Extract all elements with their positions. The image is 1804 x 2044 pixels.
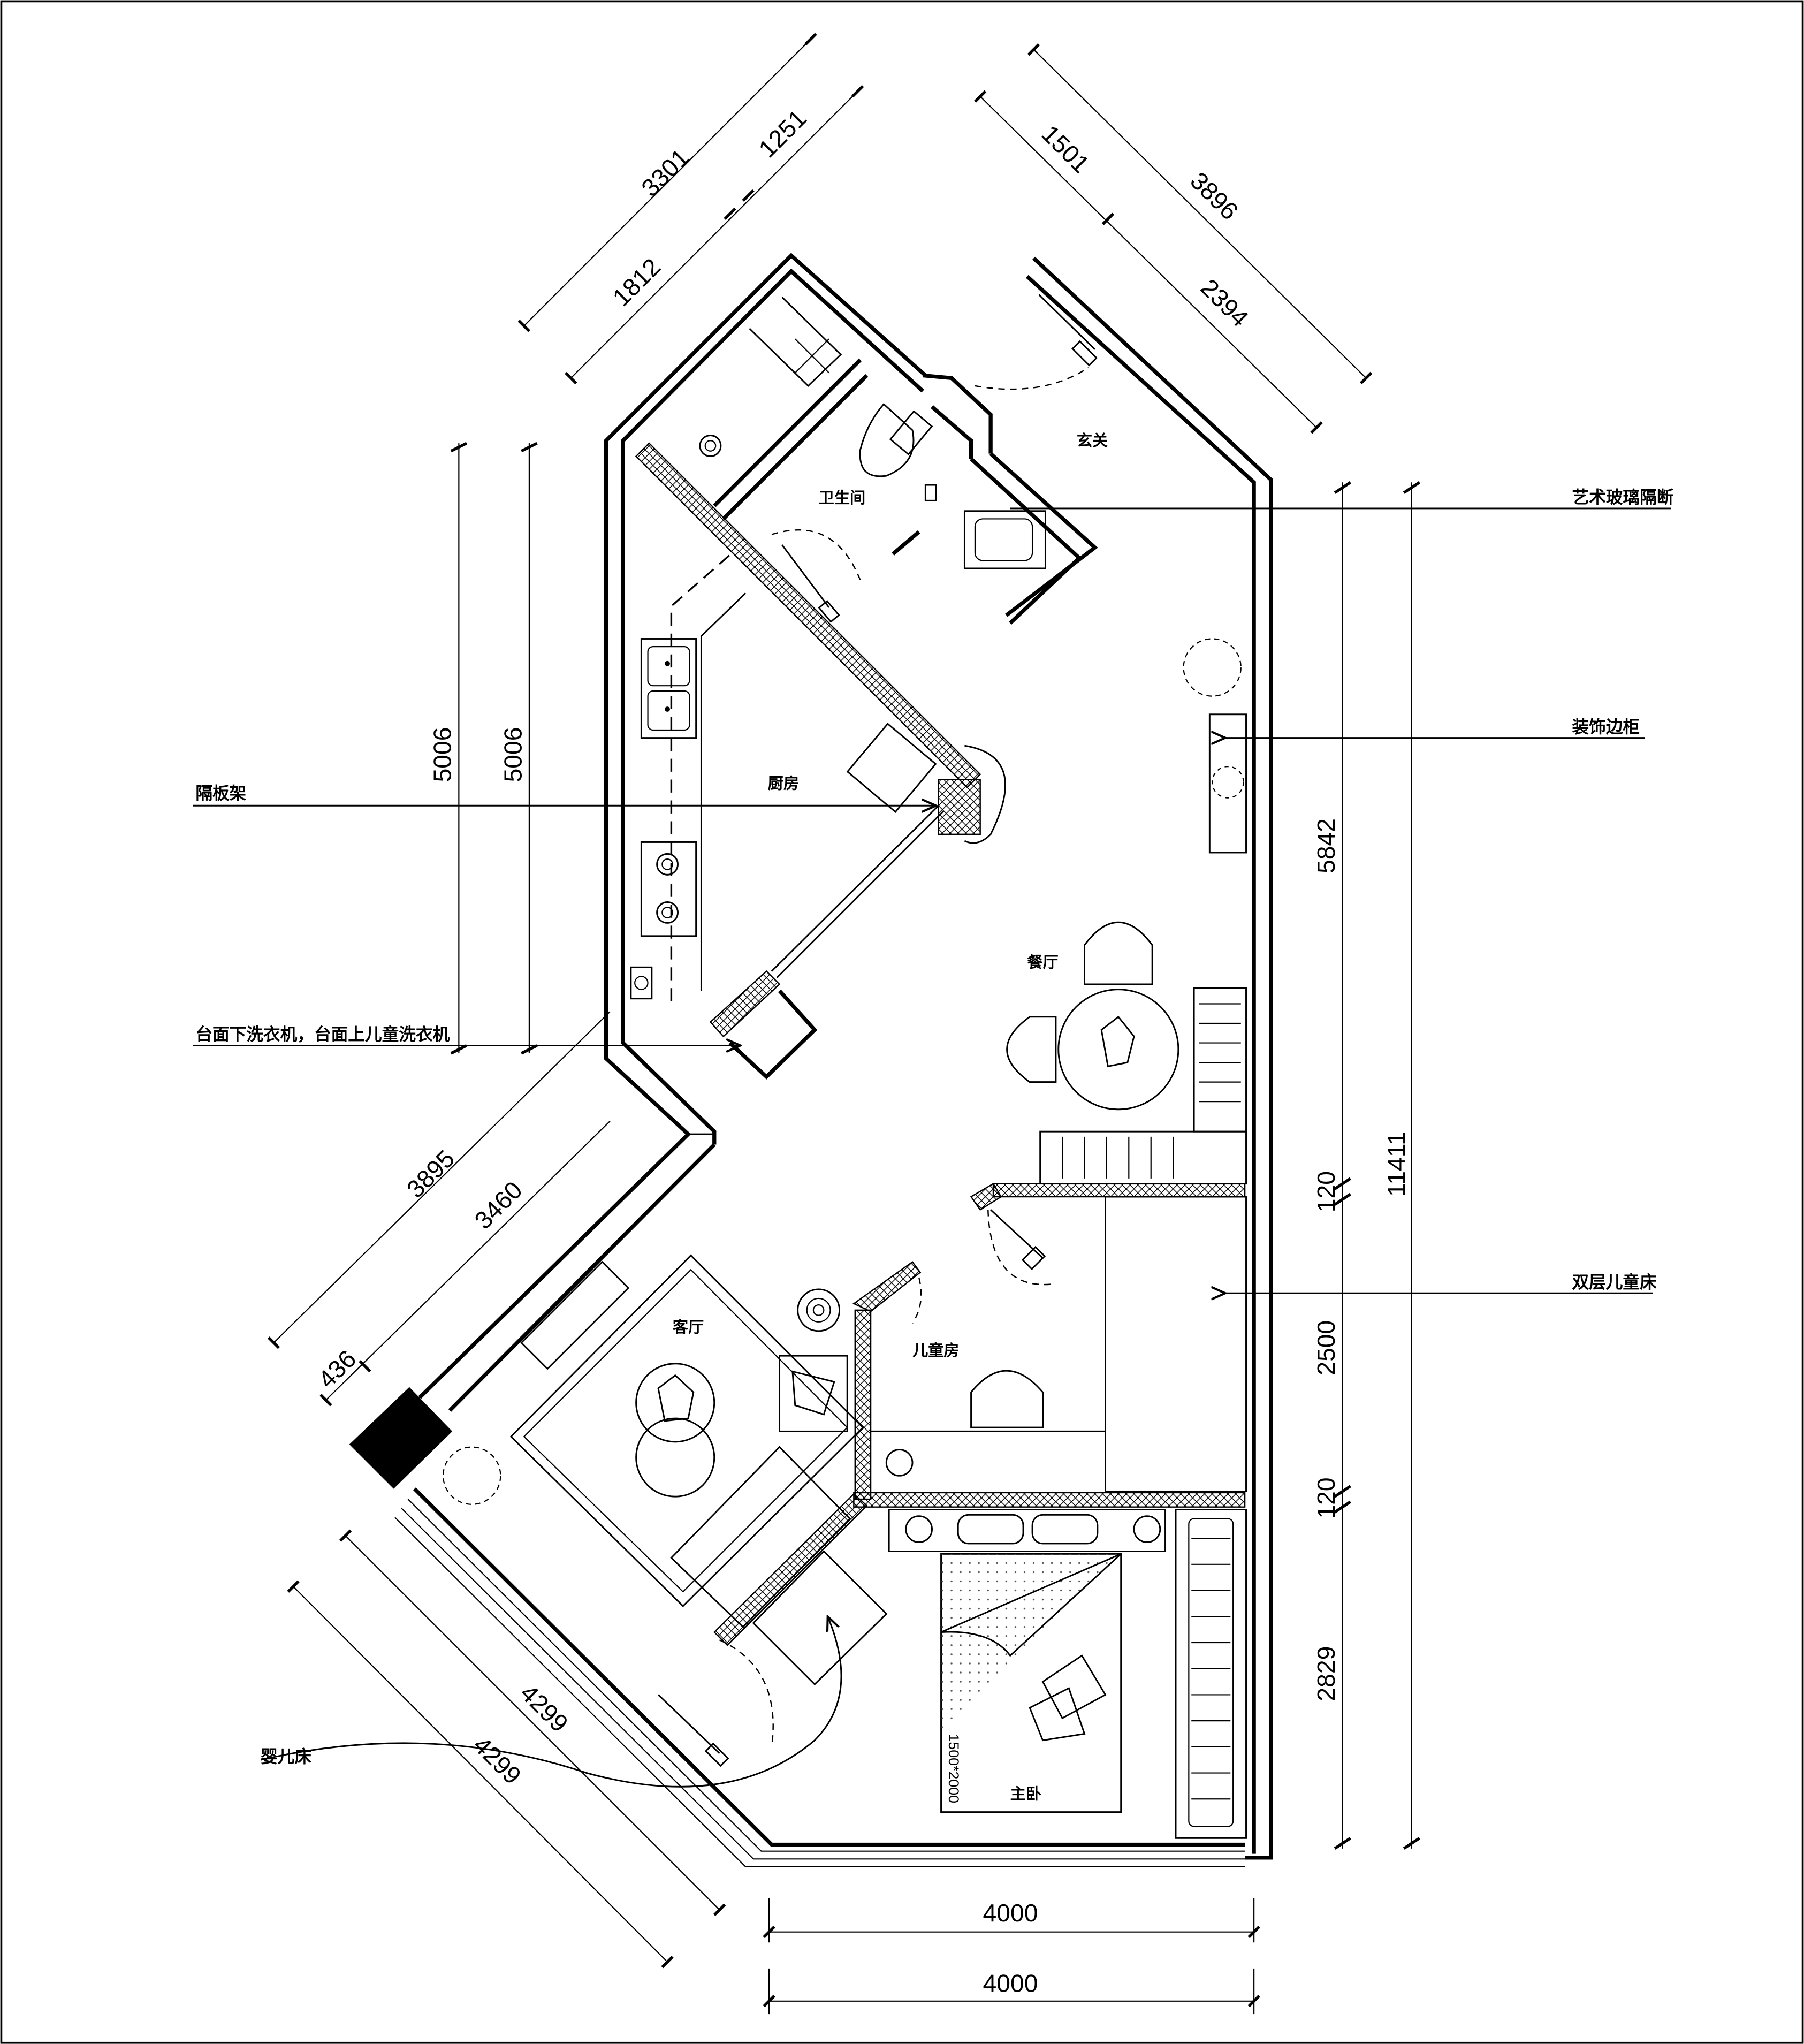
wardrobe xyxy=(1175,1509,1247,1839)
dim-top-left-a: 1812 xyxy=(607,253,666,311)
dim-top-right-outer: 3896 xyxy=(1185,166,1244,225)
dim-top-left-b: 1251 xyxy=(753,104,812,163)
dim-right-total: 11411 xyxy=(1383,1131,1411,1197)
structural-column xyxy=(349,1387,453,1489)
crib xyxy=(752,1550,888,1685)
note-washer: 台面下洗衣机，台面上儿童洗衣机 xyxy=(195,1025,450,1044)
dimension-lines xyxy=(267,33,1420,2015)
kids-room-furniture xyxy=(885,1196,1247,1492)
living-furniture xyxy=(443,1254,888,1685)
dining-chair-left xyxy=(1006,1016,1057,1083)
kids-chair xyxy=(970,1370,1044,1428)
double-sink xyxy=(640,638,697,739)
dim-bottom-diag-b: 4299 xyxy=(468,1731,527,1790)
dim-bottom-b: 4000 xyxy=(983,1970,1038,1997)
note-crib: 婴儿床 xyxy=(261,1747,311,1766)
dim-top-right-b: 2394 xyxy=(1196,273,1254,332)
annotations: 艺术玻璃隔断 装饰边柜 隔板架 台面下洗衣机，台面上儿童洗衣机 双层儿童床 婴儿… xyxy=(193,488,1674,1788)
dim-right-e: 2829 xyxy=(1312,1646,1340,1701)
entry-furniture xyxy=(1183,638,1247,854)
tv-cabinet xyxy=(520,1260,630,1370)
plant-entry xyxy=(1183,638,1242,697)
headboard xyxy=(888,1509,1166,1552)
plant-living xyxy=(443,1446,501,1505)
gas-hob xyxy=(640,841,697,937)
room-label-dining: 餐厅 xyxy=(1027,953,1058,971)
coffee-table xyxy=(635,1363,715,1443)
room-label-bathroom: 卫生间 xyxy=(819,489,866,507)
dim-top-left-outer: 3301 xyxy=(636,143,695,202)
note-bunk-bed: 双层儿童床 xyxy=(1572,1272,1657,1291)
dim-right-b: 120 xyxy=(1312,1171,1340,1212)
kitchen-fixtures xyxy=(630,551,1006,1001)
decor-sideboard xyxy=(1208,713,1247,854)
dim-sw-inner: 3460 xyxy=(469,1176,528,1235)
room-label-master-bedroom: 主卧 xyxy=(1010,1785,1041,1803)
dining-table xyxy=(1057,989,1179,1111)
note-sideboard: 装饰边柜 xyxy=(1572,717,1640,736)
dim-left-inner: 5006 xyxy=(499,727,527,782)
dim-top-right-a: 1501 xyxy=(1037,120,1095,179)
room-label-living: 客厅 xyxy=(673,1318,704,1336)
doors xyxy=(658,294,1098,1767)
wash-basin xyxy=(963,510,1046,569)
exterior-walls xyxy=(349,253,1273,1868)
dining-furniture xyxy=(1006,921,1247,1185)
dim-sw-outer: 3895 xyxy=(401,1144,460,1203)
bed-size-label: 1500*2000 xyxy=(946,1734,962,1803)
interior-walls xyxy=(635,297,1246,1646)
sofa xyxy=(670,1446,851,1628)
master-bedroom-furniture: 1500*2000 xyxy=(888,1509,1247,1839)
toilet xyxy=(859,402,915,477)
dim-bottom-diag-a: 4299 xyxy=(515,1679,574,1738)
living-rug xyxy=(509,1254,864,1607)
bathroom-fixtures xyxy=(699,402,1046,569)
dim-sw-small: 436 xyxy=(313,1344,361,1393)
room-labels: 玄关 卫生间 厨房 餐厅 客厅 儿童房 主卧 xyxy=(673,431,1108,1803)
room-label-kids-room: 儿童房 xyxy=(912,1341,960,1359)
bunk-bed xyxy=(1105,1196,1247,1492)
note-shelf: 隔板架 xyxy=(195,784,246,803)
dim-left-outer: 5006 xyxy=(429,727,456,782)
floor-drain xyxy=(699,435,722,457)
dim-right-d: 120 xyxy=(1312,1477,1340,1518)
dim-right-a: 5842 xyxy=(1312,818,1340,873)
room-label-entry: 玄关 xyxy=(1077,431,1108,450)
dim-bottom-a: 4000 xyxy=(983,1899,1038,1927)
room-label-kitchen: 厨房 xyxy=(768,775,799,793)
dining-chair-top xyxy=(1084,921,1153,985)
note-glass-partition: 艺术玻璃隔断 xyxy=(1572,488,1673,507)
shelf xyxy=(846,723,937,814)
dim-right-c: 2500 xyxy=(1312,1320,1340,1376)
